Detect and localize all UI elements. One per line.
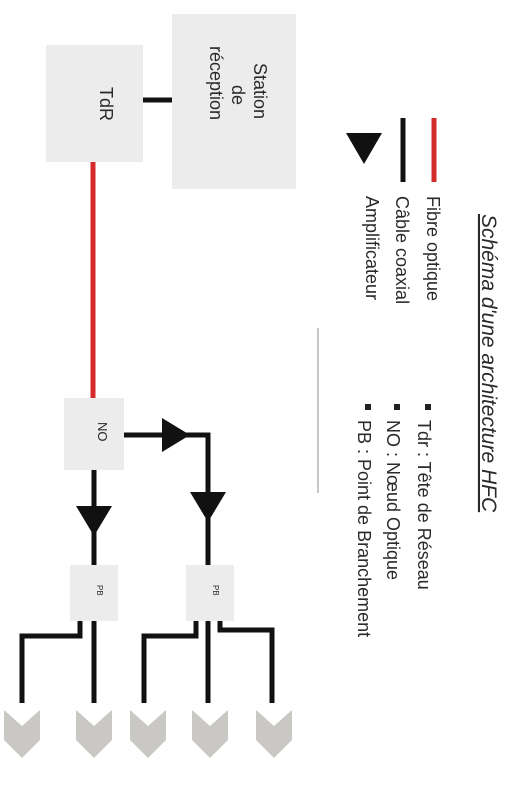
pb1-box: [70, 565, 118, 621]
legend-coax-label: Câble coaxial: [392, 196, 412, 304]
pb1-drop-1: [19, 621, 83, 703]
house-icon-2: [76, 710, 112, 758]
station-box: [172, 14, 296, 189]
tdr-box: [46, 45, 143, 162]
amplifier-icon-3: [190, 492, 226, 522]
amplifier-icon-1: [76, 506, 112, 536]
legend-amplifier-label: Amplificateur: [362, 196, 382, 300]
station-label-line3: réception: [206, 46, 226, 120]
house-icon-4: [192, 710, 228, 758]
abbr-bullet-3: [365, 404, 371, 410]
diagram-title: Schéma d'une architecture HFC: [477, 214, 500, 513]
house-icon-5: [256, 710, 292, 758]
amplifier-icon-2: [162, 418, 190, 452]
station-label-line2: de: [228, 85, 248, 105]
pb2-box: [186, 565, 234, 621]
pb2-drop-1: [141, 621, 199, 703]
house-icon-1: [4, 710, 40, 758]
pb2-drop-3: [217, 621, 275, 703]
pb1-label: PB: [95, 585, 104, 596]
legend-amplifier-icon: [346, 133, 382, 164]
abbr-tdr: Tdr : Tête de Réseau: [414, 420, 434, 590]
tdr-label: TdR: [96, 87, 116, 121]
legend-fibre-label: Fibre optique: [423, 196, 443, 301]
abbr-pb: PB : Point de Branchement: [354, 420, 374, 637]
abbr-no: NO : Nœud Optique: [383, 420, 403, 580]
pb2-label: PB: [211, 585, 220, 596]
abbr-bullet-2: [394, 404, 400, 410]
no-box: [64, 398, 124, 470]
abbr-bullet-1: [425, 404, 431, 410]
station-label-line1: Station: [250, 63, 270, 119]
house-icon-3: [130, 710, 166, 758]
no-label: NO: [95, 422, 110, 442]
